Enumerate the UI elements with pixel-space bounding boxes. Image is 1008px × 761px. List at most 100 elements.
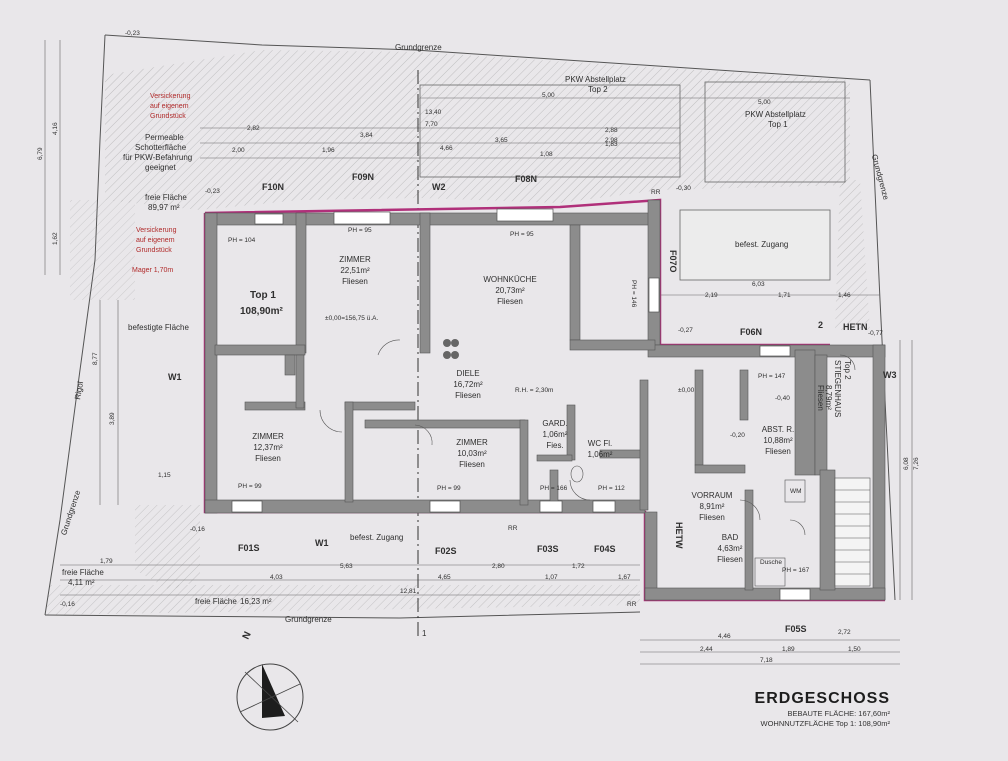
level-5: -0,27 bbox=[678, 327, 693, 334]
window-f03s: F03S bbox=[537, 544, 559, 554]
free-area-2-value: 4,11 m² bbox=[68, 578, 95, 587]
ph-166: PH = 166 bbox=[540, 485, 568, 492]
dim-bottom-5: 4,03 bbox=[270, 574, 283, 581]
window-openings bbox=[231, 208, 811, 601]
window-hetn: HETN bbox=[843, 322, 868, 332]
dim-top-3: 5,00 bbox=[542, 92, 555, 99]
level-9: -0,23 bbox=[125, 30, 140, 37]
dim-top-11: 1,08 bbox=[540, 151, 553, 158]
dim-top-10: 4,66 bbox=[440, 145, 453, 152]
paved-access-box bbox=[679, 209, 831, 281]
room-zimmer2-name: ZIMMER bbox=[252, 432, 284, 441]
dimension-lines bbox=[44, 40, 913, 665]
dim-top-8: 2,00 bbox=[232, 147, 245, 154]
walls bbox=[204, 199, 886, 601]
shower-label: Dusche bbox=[760, 559, 782, 566]
parking1-label: PKW Abstellplatz bbox=[745, 110, 806, 119]
dim-bottom-1: 1,79 bbox=[100, 558, 113, 565]
dim-bottom-4: 1,72 bbox=[572, 563, 585, 570]
built-area: BEBAUTE FLÄCHE: 167,60m² bbox=[787, 709, 890, 718]
dim-bottom-16: 1,15 bbox=[158, 472, 171, 479]
dim-top-16: 2,19 bbox=[705, 292, 718, 299]
dim-top-15: 6,03 bbox=[752, 281, 765, 288]
room-gard-name: GARD. bbox=[542, 419, 567, 428]
paved-access-label: befest. Zugang bbox=[735, 240, 788, 249]
paved-area-note: befestigte Fläche bbox=[128, 323, 189, 332]
dim-left-3: 1,62 bbox=[52, 232, 59, 245]
door-swings bbox=[319, 339, 856, 536]
room-diele-floor: Fliesen bbox=[455, 391, 481, 400]
rr-2: RR bbox=[508, 525, 518, 532]
seepage-note-4: Versickerung bbox=[136, 227, 177, 234]
room-zimmer2-floor: Fliesen bbox=[255, 454, 281, 463]
dim-bottom-6: 4,65 bbox=[438, 574, 451, 581]
window-f06n: F06N bbox=[740, 327, 762, 337]
level-8: -0,16 bbox=[60, 601, 75, 608]
bathroom-fixtures bbox=[443, 339, 806, 587]
living-area: WOHNNUTZFLÄCHE Top 1: 108,90m² bbox=[760, 719, 890, 728]
window-w1-left: W1 bbox=[168, 372, 182, 382]
window-f09n: F09N bbox=[352, 172, 374, 182]
dim-bottom-11: 2,72 bbox=[838, 629, 851, 636]
room-bad-name: BAD bbox=[722, 533, 739, 542]
dim-bottom-15: 7,18 bbox=[760, 657, 773, 664]
window-w1-bottom: W1 bbox=[315, 538, 329, 548]
dim-right-2: 6,08 bbox=[903, 457, 910, 470]
ph-146: PH = 146 bbox=[630, 280, 637, 308]
ph-147: PH = 147 bbox=[758, 373, 786, 380]
room-bad-area: 4,63m² bbox=[718, 544, 743, 553]
room-stair-floor: Fliesen bbox=[816, 385, 825, 411]
boundary-label-top: Grundgrenze bbox=[395, 43, 442, 52]
window-f05s: F05S bbox=[785, 624, 807, 634]
level-6: -0,77 bbox=[868, 330, 883, 337]
room-kitchen-area: 20,73m² bbox=[495, 286, 525, 295]
room-zimmer1-area: 22,51m² bbox=[340, 266, 370, 275]
room-gard-area: 1,06m² bbox=[543, 430, 568, 439]
window-w3: W3 bbox=[883, 370, 897, 380]
room-diele-name: DIELE bbox=[456, 369, 479, 378]
gravel-note-4: geeignet bbox=[145, 163, 176, 172]
room-zimmer1-name: ZIMMER bbox=[339, 255, 371, 264]
gravel-note-3: für PKW-Befahrung bbox=[123, 153, 192, 162]
level-reference: ±0,00=156,75 ü.A. bbox=[325, 315, 378, 322]
rigol-label: Rigol bbox=[73, 381, 85, 401]
room-abstr-floor: Fliesen bbox=[765, 447, 791, 456]
free-area-2: freie Fläche bbox=[62, 568, 104, 577]
rr-3: RR bbox=[627, 601, 637, 608]
room-bad-floor: Fliesen bbox=[717, 555, 743, 564]
staircase bbox=[834, 477, 871, 587]
ph-167: PH = 167 bbox=[782, 567, 810, 574]
dim-left-2: 4,16 bbox=[52, 122, 59, 135]
room-vorraum-floor: Fliesen bbox=[699, 513, 725, 522]
window-f10n: F10N bbox=[262, 182, 284, 192]
ph-99b: PH = 99 bbox=[437, 485, 461, 492]
room-zimmer2-area: 12,37m² bbox=[253, 443, 283, 452]
room-height: R.H. = 2,30m bbox=[515, 387, 553, 394]
room-stair-name: STIEGENHAUS bbox=[833, 360, 842, 417]
ph-99a: PH = 99 bbox=[238, 483, 262, 490]
window-f01s: F01S bbox=[238, 543, 260, 553]
gravel-note-2: Schotterfläche bbox=[135, 143, 187, 152]
dim-bottom-3: 2,80 bbox=[492, 563, 505, 570]
title-block: ERDGESCHOSS BEBAUTE FLÄCHE: 167,60m² WOH… bbox=[740, 690, 890, 728]
floor-title: ERDGESCHOSS bbox=[754, 690, 890, 707]
parking2-unit: Top 2 bbox=[588, 85, 608, 94]
parking-areas bbox=[419, 81, 846, 281]
room-stair-unit: Top 2 bbox=[843, 360, 852, 380]
free-area-1: freie Fläche bbox=[145, 193, 187, 202]
north-label: N bbox=[241, 630, 254, 641]
room-gard-floor: Fies. bbox=[546, 441, 563, 450]
room-abstr-area: 10,88m² bbox=[763, 436, 793, 445]
room-kitchen-floor: Fliesen bbox=[497, 297, 523, 306]
hatched-areas bbox=[45, 50, 870, 615]
level-2: -0,20 bbox=[730, 432, 745, 439]
parking1-unit: Top 1 bbox=[768, 120, 788, 129]
window-hetw: HETW bbox=[674, 522, 684, 549]
dim-top-6: 3,84 bbox=[360, 132, 373, 139]
window-f07o: F07O bbox=[668, 250, 678, 273]
dim-top-2: 7,70 bbox=[425, 121, 438, 128]
dim-top-14: 1,83 bbox=[605, 141, 618, 148]
dim-top-18: 1,46 bbox=[838, 292, 851, 299]
room-vorraum-area: 8,91m² bbox=[700, 502, 725, 511]
